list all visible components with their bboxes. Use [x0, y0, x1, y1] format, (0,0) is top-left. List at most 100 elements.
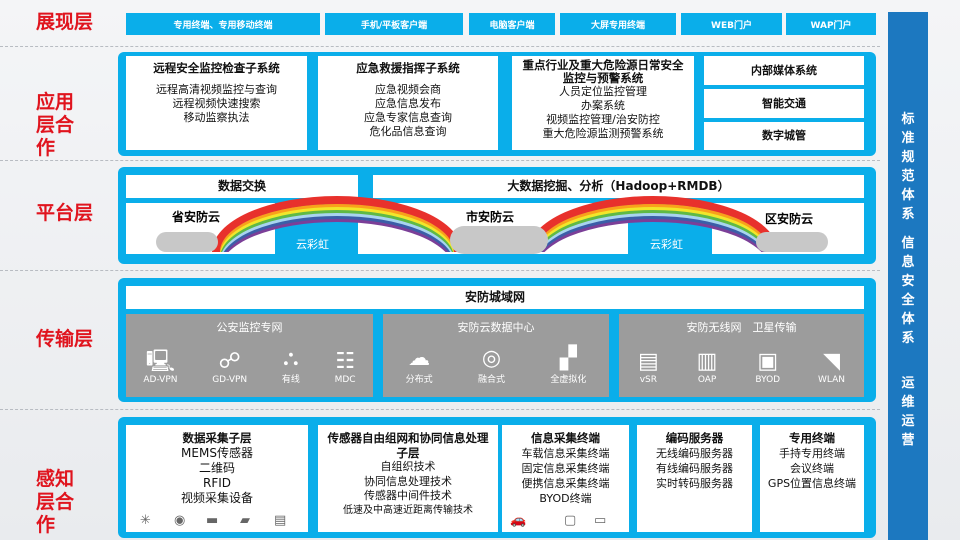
- cloud-datacenter-group: 安防云数据中心 ☁分布式 ◎融合式 ▞全虚拟化: [383, 314, 609, 397]
- list-item: 手持专用终端: [779, 447, 845, 460]
- list-item: 远程视频快速搜索: [172, 97, 261, 110]
- list-item: 便携信息采集终端: [521, 477, 610, 490]
- list-item: 固定信息采集终端: [521, 462, 610, 475]
- app-remote-monitoring: 远程安全监控检查子系统 远程高清视频监控与查询 远程视频快速搜索 移动监察执法: [126, 56, 307, 150]
- list-item: 低速及中高速近距离传输技术: [343, 504, 473, 516]
- list-item: 二维码: [198, 461, 235, 475]
- list-item: 传感器中间件技术: [364, 489, 452, 502]
- list-item: 移动监察执法: [183, 111, 250, 124]
- list-item: 协同信息处理技术: [364, 474, 452, 488]
- app-emergency-command: 应急救援指挥子系统 应急视频会商 应急信息发布 应急专家信息查询 危化品信息查询: [318, 56, 498, 150]
- list-item: 无线编码服务器: [656, 447, 733, 460]
- icon-label: 全虚拟化: [550, 375, 587, 385]
- list-item: 人员定位监控管理: [559, 85, 647, 98]
- layer-label-application: 应用层合作: [36, 91, 75, 159]
- box-title: 专用终端: [789, 431, 835, 445]
- group-title: 安防无线网 卫星传输: [686, 321, 797, 334]
- presentation-item: 电脑客户端: [469, 13, 555, 35]
- presentation-item: WAP门户: [786, 13, 876, 35]
- list-item: 应急视频会商: [375, 83, 441, 96]
- list-item: 车载信息采集终端: [521, 447, 610, 460]
- layer-label-transport: 传输层: [36, 328, 94, 350]
- box-title: 重点行业及重大危险源日常安全监控与预警系统: [522, 58, 684, 85]
- wifi-icon: ◥: [823, 349, 840, 374]
- data-collection-layer: 数据采集子层 MEMS传感器 二维码 RFID 视频采集设备 ✳ ◉ ▬ ▰ ▤: [126, 425, 308, 532]
- divider: [0, 160, 880, 161]
- divider: [0, 409, 880, 410]
- city-cloud-label: 市安防云: [466, 210, 515, 224]
- camera-icon: ▰: [240, 513, 250, 528]
- security-system: 信息安全体系: [901, 236, 915, 346]
- icon-label: BYOD: [755, 375, 781, 385]
- presentation-item: 大屏专用终端: [560, 13, 676, 35]
- group-title: 公安监控专网: [216, 321, 283, 334]
- box-title: 传感器自由组网和协同信息处理子层: [327, 431, 489, 460]
- access-point-icon: ▥: [696, 349, 718, 374]
- list-item: 办案系统: [581, 99, 625, 112]
- icon-label: 融合式: [477, 375, 505, 385]
- standards-sidebar: 标准规范体系 信息安全体系 运维运营: [888, 12, 928, 540]
- info-collection-terminal: 信息采集终端 车载信息采集终端 固定信息采集终端 便携信息采集终端 BYOD终端…: [502, 425, 629, 532]
- metro-network: 安防城域网: [126, 286, 864, 309]
- big-data-analysis: 大数据挖掘、分析（Hadoop+RMDB）: [373, 175, 864, 198]
- wireless-group: 安防无线网 卫星传输 ▤vSR ▥OAP ▣BYOD ◥WLAN: [619, 314, 864, 397]
- database-stack-icon: ☷: [335, 349, 355, 374]
- box-title: 远程安全监控检查子系统: [153, 61, 280, 75]
- icon-label: MDC: [334, 375, 356, 385]
- list-item: 自组织技术: [380, 460, 436, 473]
- list-item: RFID: [202, 476, 232, 490]
- layer-label-presentation: 展现层: [36, 11, 94, 33]
- app-media-system: 内部媒体系统: [704, 56, 864, 85]
- icon-label: OAP: [697, 375, 717, 385]
- box-title: 数据采集子层: [182, 431, 252, 445]
- sensor-icon: ✳: [140, 513, 151, 528]
- app-hazard-warning: 重点行业及重大危险源日常安全监控与预警系统 人员定位监控管理 办案系统 视频监控…: [512, 56, 694, 150]
- district-cloud-label: 区安防云: [765, 212, 814, 226]
- rfid-card-icon: ▬: [206, 513, 219, 528]
- special-terminal: 专用终端 手持专用终端 会议终端 GPS位置信息终端: [760, 425, 864, 532]
- operations-system: 运维运营: [901, 376, 915, 448]
- cloud-icon: [156, 232, 218, 252]
- cloud-icon: [450, 226, 548, 254]
- server-icon: ▤: [637, 349, 659, 374]
- globe-icon: ◎: [481, 346, 502, 371]
- tablet-icon: ▢: [564, 513, 577, 528]
- box-title: 编码服务器: [665, 431, 724, 445]
- list-item: 重大危险源监测预警系统: [542, 127, 664, 140]
- presentation-item: 专用终端、专用移动终端: [126, 13, 320, 35]
- rainbow-label: 云彩虹: [296, 238, 329, 251]
- icon-label: AD-VPN: [143, 375, 178, 385]
- list-item: 有线编码服务器: [656, 462, 733, 475]
- data-exchange: 数据交换: [126, 175, 358, 198]
- box-title: 信息采集终端: [531, 431, 600, 445]
- document-icon: ▤: [274, 513, 287, 528]
- laptop-icon: ▭: [594, 513, 607, 528]
- app-smart-traffic: 智能交通: [704, 89, 864, 118]
- sensor-network-layer: 传感器自由组网和协同信息处理子层 自组织技术 协同信息处理技术 传感器中间件技术…: [318, 425, 498, 532]
- layer-label-perception: 感知层合作: [36, 468, 75, 536]
- divider: [0, 270, 880, 271]
- webcam-icon: ◉: [174, 513, 186, 528]
- icon-label: vSR: [639, 375, 657, 385]
- tablet-icon: ▣: [757, 349, 779, 374]
- app-digital-city: 数字城管: [704, 122, 864, 150]
- list-item: 视频采集设备: [180, 491, 253, 505]
- virtualization-icon: ▞: [559, 346, 577, 371]
- car-icon: 🚗: [510, 513, 527, 528]
- province-cloud-label: 省安防云: [172, 210, 221, 224]
- presentation-item: 手机/平板客户端: [325, 13, 463, 35]
- computer-icon: 🖳: [145, 349, 176, 374]
- list-item: 危化品信息查询: [369, 125, 447, 138]
- list-item: 应急信息发布: [375, 97, 441, 110]
- list-item: 远程高清视频监控与查询: [156, 83, 277, 96]
- standards-system: 标准规范体系: [901, 112, 915, 222]
- group-title: 安防云数据中心: [457, 321, 535, 334]
- layer-label-platform: 平台层: [36, 202, 94, 224]
- list-item: 应急专家信息查询: [364, 111, 452, 124]
- presentation-item: WEB门户: [681, 13, 782, 35]
- list-item: 实时转码服务器: [656, 477, 733, 490]
- rainbow-label: 云彩虹: [650, 238, 683, 251]
- list-item: 会议终端: [790, 462, 834, 475]
- list-item: GPS位置信息终端: [767, 477, 857, 490]
- list-item: 视频监控管理/治安防控: [546, 113, 660, 126]
